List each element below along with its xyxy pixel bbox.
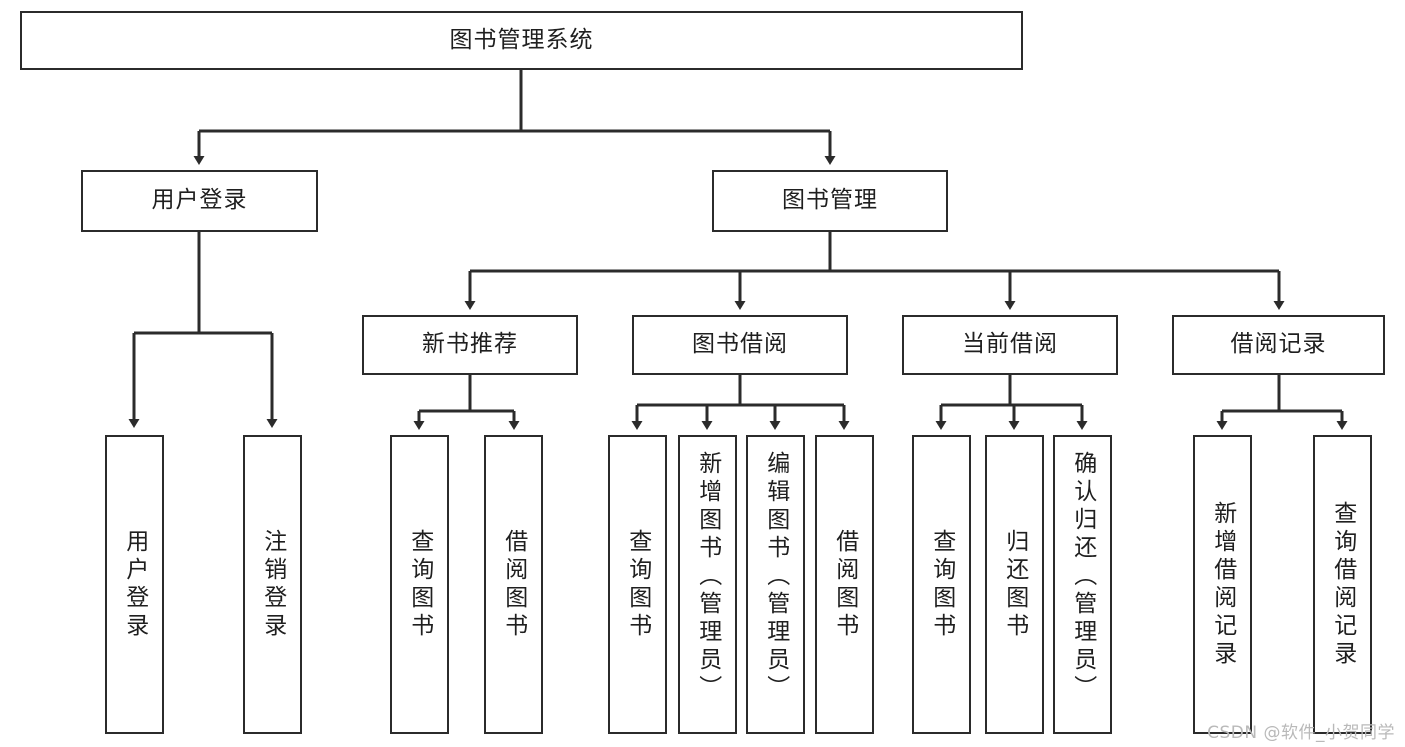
node-book-borrow[interactable]: 图书借阅 [632, 315, 848, 375]
node-book-borrow-label: 图书借阅 [692, 331, 788, 358]
node-leaf-user-logout[interactable]: 注销登录 [243, 435, 302, 734]
node-leaf-borrow-book-1[interactable]: 借阅图书 [484, 435, 543, 734]
node-root[interactable]: 图书管理系统 [20, 11, 1023, 70]
node-leaf-query-book-1[interactable]: 查询图书 [390, 435, 449, 734]
node-leaf-user-login[interactable]: 用户登录 [105, 435, 164, 734]
node-leaf-borrow-book-2-label: 借阅图书 [831, 528, 858, 641]
node-leaf-add-record[interactable]: 新增借阅记录 [1193, 435, 1252, 734]
node-leaf-query-record-label: 查询借阅记录 [1329, 500, 1356, 669]
node-new-book-rec-label: 新书推荐 [422, 331, 518, 358]
node-leaf-add-record-label: 新增借阅记录 [1209, 500, 1236, 669]
node-leaf-query-book-3[interactable]: 查询图书 [912, 435, 971, 734]
node-book-manage-label: 图书管理 [782, 187, 878, 214]
node-borrow-record-label: 借阅记录 [1230, 331, 1327, 358]
node-borrow-record[interactable]: 借阅记录 [1172, 315, 1385, 375]
node-leaf-query-book-2[interactable]: 查询图书 [608, 435, 667, 734]
csdn-watermark: CSDN @软件_小贺同学 [1207, 723, 1395, 743]
node-leaf-add-book-label: 新增图书（管理员） [694, 451, 721, 703]
node-leaf-user-login-label: 用户登录 [121, 528, 148, 641]
node-leaf-edit-book[interactable]: 编辑图书（管理员） [746, 435, 805, 734]
node-leaf-query-book-3-label: 查询图书 [928, 528, 955, 641]
node-book-manage[interactable]: 图书管理 [712, 170, 948, 232]
node-leaf-borrow-book-1-label: 借阅图书 [500, 528, 527, 641]
node-current-borrow-label: 当前借阅 [962, 331, 1058, 358]
node-leaf-borrow-book-2[interactable]: 借阅图书 [815, 435, 874, 734]
node-leaf-query-record[interactable]: 查询借阅记录 [1313, 435, 1372, 734]
node-leaf-user-logout-label: 注销登录 [259, 528, 286, 641]
node-leaf-query-book-2-label: 查询图书 [624, 528, 651, 641]
node-leaf-query-book-1-label: 查询图书 [406, 528, 433, 641]
node-leaf-confirm-return-label: 确认归还（管理员） [1069, 451, 1096, 703]
node-leaf-confirm-return[interactable]: 确认归还（管理员） [1053, 435, 1112, 734]
node-current-borrow[interactable]: 当前借阅 [902, 315, 1118, 375]
node-leaf-add-book[interactable]: 新增图书（管理员） [678, 435, 737, 734]
node-root-label: 图书管理系统 [449, 26, 594, 53]
node-leaf-edit-book-label: 编辑图书（管理员） [762, 451, 789, 703]
node-new-book-rec[interactable]: 新书推荐 [362, 315, 578, 375]
node-user-login[interactable]: 用户登录 [81, 170, 318, 232]
node-leaf-return-book[interactable]: 归还图书 [985, 435, 1044, 734]
node-leaf-return-book-label: 归还图书 [1001, 528, 1028, 641]
node-user-login-label: 用户登录 [151, 187, 248, 214]
